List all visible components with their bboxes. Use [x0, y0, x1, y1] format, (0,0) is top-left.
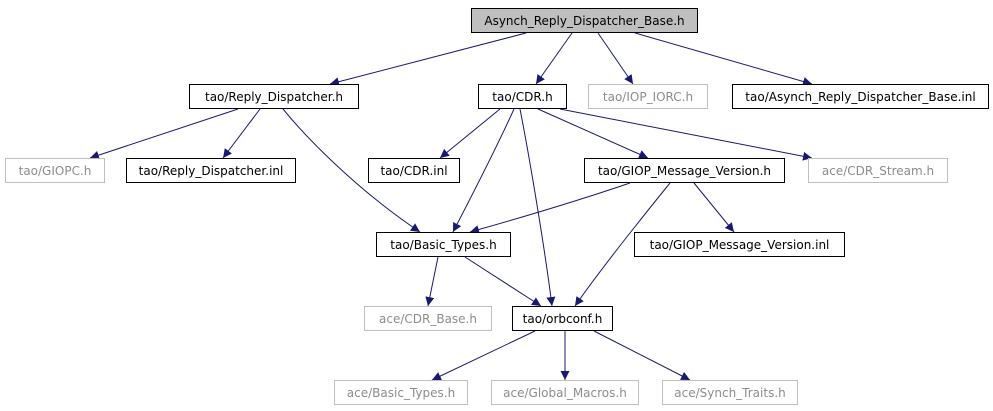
edge-reply-dispatcher-h-to-giopc-h — [89, 108, 239, 160]
edge-giop-message-version-h-to-inl — [693, 182, 735, 233]
edge-orbconf-to-ace-basic-types — [431, 330, 536, 381]
node-ace-global-macros-h[interactable]: ace/Global_Macros.h — [491, 380, 639, 405]
node-basic-types-h[interactable]: tao/Basic_Types.h — [376, 232, 511, 257]
edge-reply-dispatcher-h-to-basic-types — [282, 108, 421, 233]
edge-cdr-h-to-cdr-inl — [439, 108, 501, 159]
node-cdr-h[interactable]: tao/CDR.h — [478, 84, 567, 109]
node-cdr-inl[interactable]: tao/CDR.inl — [368, 158, 460, 183]
edge-root-to-reply-dispatcher-h — [329, 32, 527, 87]
edge-basic-types-h-to-orbconf — [464, 256, 542, 307]
edge-cdr-h-to-ace-cdr-stream-h — [559, 108, 813, 161]
edge-cdr-h-to-orbconf — [519, 108, 556, 307]
node-iop-iorc-h[interactable]: tao/IOP_IORC.h — [588, 84, 708, 109]
node-asynch-reply-dispatcher-base-h[interactable]: Asynch_Reply_Dispatcher_Base.h — [471, 8, 698, 33]
edge-basic-types-h-to-ace-cdr-base — [425, 256, 439, 307]
node-reply-dispatcher-inl[interactable]: tao/Reply_Dispatcher.inl — [126, 158, 296, 183]
node-ace-cdr-stream-h[interactable]: ace/CDR_Stream.h — [808, 158, 948, 183]
edge-root-to-iop-iorc-h — [597, 32, 634, 85]
edge-orbconf-to-ace-synch-traits — [593, 330, 691, 381]
node-ace-synch-traits-h[interactable]: ace/Synch_Traits.h — [662, 380, 798, 405]
node-ace-basic-types-h[interactable]: ace/Basic_Types.h — [334, 380, 468, 405]
edge-cdr-h-to-giop-message-version-h — [537, 108, 649, 159]
node-giop-message-version-h[interactable]: tao/GIOP_Message_Version.h — [584, 158, 785, 183]
edge-giop-message-version-h-to-orbconf — [574, 182, 671, 307]
edge-root-to-asynch-inl — [634, 32, 813, 86]
edge-cdr-h-to-basic-types — [452, 108, 515, 233]
node-orbconf-h[interactable]: tao/orbconf.h — [512, 306, 613, 331]
node-asynch-reply-dispatcher-base-inl[interactable]: tao/Asynch_Reply_Dispatcher_Base.inl — [732, 84, 989, 109]
edge-giop-message-version-h-to-basic — [469, 182, 631, 234]
node-giop-message-version-inl[interactable]: tao/GIOP_Message_Version.inl — [634, 232, 845, 257]
edge-reply-dispatcher-h-to-reply-inl — [222, 108, 261, 159]
node-giopc-h[interactable]: tao/GIOPC.h — [5, 158, 105, 183]
node-reply-dispatcher-h[interactable]: tao/Reply_Dispatcher.h — [189, 84, 359, 109]
node-ace-cdr-base-h[interactable]: ace/CDR_Base.h — [364, 306, 492, 331]
edge-root-to-cdr-h — [535, 32, 573, 85]
